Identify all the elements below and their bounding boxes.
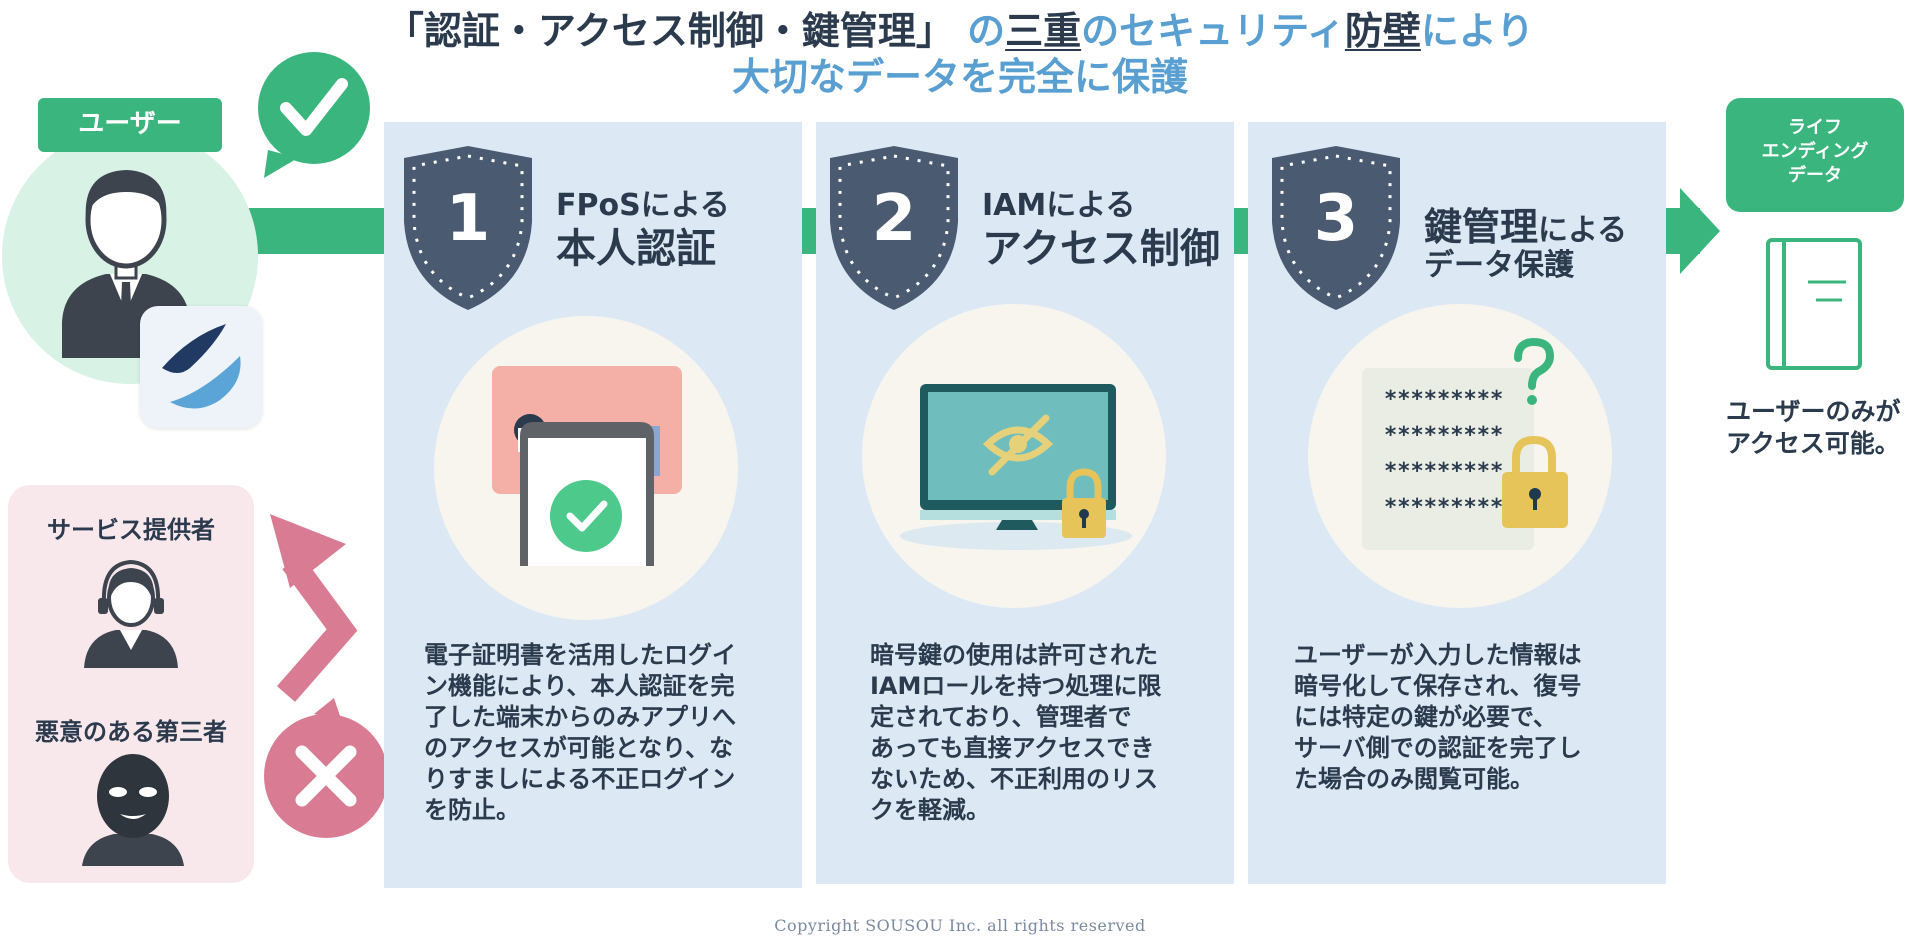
data-tag-line: エンディング: [1761, 141, 1869, 162]
desc-line: 暗号化して保存され、復号: [1294, 672, 1582, 700]
page-title: 「認証・アクセス制御・鍵管理」 の三重のセキュリティ防壁により 大切なデータを完…: [0, 8, 1920, 100]
app-icon: [140, 306, 262, 428]
malicious-mask-icon: [82, 754, 184, 866]
desc-line: には特定の鍵が必要で、: [1294, 703, 1558, 731]
step-title-big: アクセス制御: [982, 226, 1220, 272]
user-tag: ユーザー: [38, 98, 222, 152]
desc-line: 暗号鍵の使用は許可された: [870, 641, 1158, 669]
data-tag: ライフ エンディング データ: [1726, 98, 1904, 212]
step-title-small: FPoSによる: [556, 188, 730, 223]
copyright: Copyright SOUSOU Inc. all rights reserve…: [774, 916, 1146, 935]
title-part: のセキュリティ: [1081, 9, 1345, 53]
title-part: 防壁: [1344, 9, 1421, 53]
shield-icon: [1272, 146, 1400, 310]
title-part: 「認証・アクセス制御・鍵管理」: [385, 9, 954, 53]
title-part: の: [953, 9, 1006, 53]
shield-icon: [830, 146, 958, 310]
shield-icon: [404, 146, 532, 310]
step-number: 2: [871, 182, 917, 256]
step-title-line2: データ保護: [1424, 248, 1574, 283]
desc-line: ないため、不正利用のリス: [870, 765, 1158, 793]
data-tag-line: ライフ: [1788, 117, 1842, 138]
malicious-label: 悪意のある第三者: [35, 718, 227, 746]
cross-bubble-icon: [264, 698, 388, 838]
monitor-illustration: [900, 384, 1132, 550]
provider-label: サービス提供者: [47, 516, 215, 544]
desc-line: サーバ側での認証を完了し: [1294, 734, 1582, 762]
password-line: *********: [1384, 495, 1504, 520]
password-line: *********: [1384, 423, 1504, 448]
desc-line: あっても直接アクセスでき: [870, 734, 1155, 762]
blocked-arrow: [270, 514, 358, 702]
step-title-big: 本人認証: [556, 226, 716, 272]
book-icon: [1766, 238, 1862, 370]
check-bubble-icon: [258, 52, 370, 178]
phone-auth-illustration: [492, 366, 682, 566]
desc-line: 定されており、管理者で: [870, 703, 1132, 731]
step-title-small: による: [1538, 213, 1628, 248]
password-line: *********: [1384, 387, 1504, 412]
step-title: 鍵管理による: [1424, 196, 1627, 251]
title-part: 三重: [1005, 9, 1082, 53]
step-number: 3: [1313, 182, 1359, 256]
step-title-big: 鍵管理: [1424, 205, 1539, 249]
desc-line: ン機能により、本人認証を完: [424, 672, 735, 700]
desc-line: りすましによる不正ログイン: [424, 765, 736, 793]
desc-line: た場合のみ閲覧可能。: [1294, 765, 1534, 793]
step-title-small: IAMによる: [982, 188, 1136, 223]
title-line2: 大切なデータを完全に保護: [731, 55, 1188, 99]
step-desc-1: 電子証明書を活用したログイ ン機能により、本人認証を完 了した端末からのみアプリ…: [424, 640, 784, 826]
access-line: アクセス可能。: [1726, 429, 1900, 458]
desc-line: 電子証明書を活用したログイ: [424, 641, 736, 669]
access-note: ユーザーのみが アクセス可能。: [1726, 396, 1916, 460]
desc-line: クを軽減。: [870, 796, 990, 824]
data-tag-line: データ: [1788, 165, 1842, 186]
desc-line: IAMロールを持つ処理に限: [870, 672, 1162, 700]
desc-line: 了した端末からのみアプリへ: [424, 703, 736, 731]
password-lines: ********* ********* ********* *********: [1384, 382, 1503, 526]
password-line: *********: [1384, 459, 1504, 484]
hands-icon: [162, 324, 241, 409]
access-line: ユーザーのみが: [1726, 397, 1901, 426]
question-lock-icon: [1502, 337, 1568, 528]
step-number: 1: [445, 182, 491, 256]
step-desc-3: ユーザーが入力した情報は 暗号化して保存され、復号 には特定の鍵が必要で、 サー…: [1294, 640, 1634, 795]
desc-line: ユーザーが入力した情報は: [1294, 641, 1582, 669]
desc-line: を防止。: [424, 796, 520, 824]
provider-headset-icon: [84, 559, 178, 668]
desc-line: のアクセスが可能となり、な: [424, 734, 734, 762]
step-desc-2: 暗号鍵の使用は許可された IAMロールを持つ処理に限 定されており、管理者で あ…: [870, 640, 1210, 826]
title-part: により: [1420, 9, 1535, 53]
